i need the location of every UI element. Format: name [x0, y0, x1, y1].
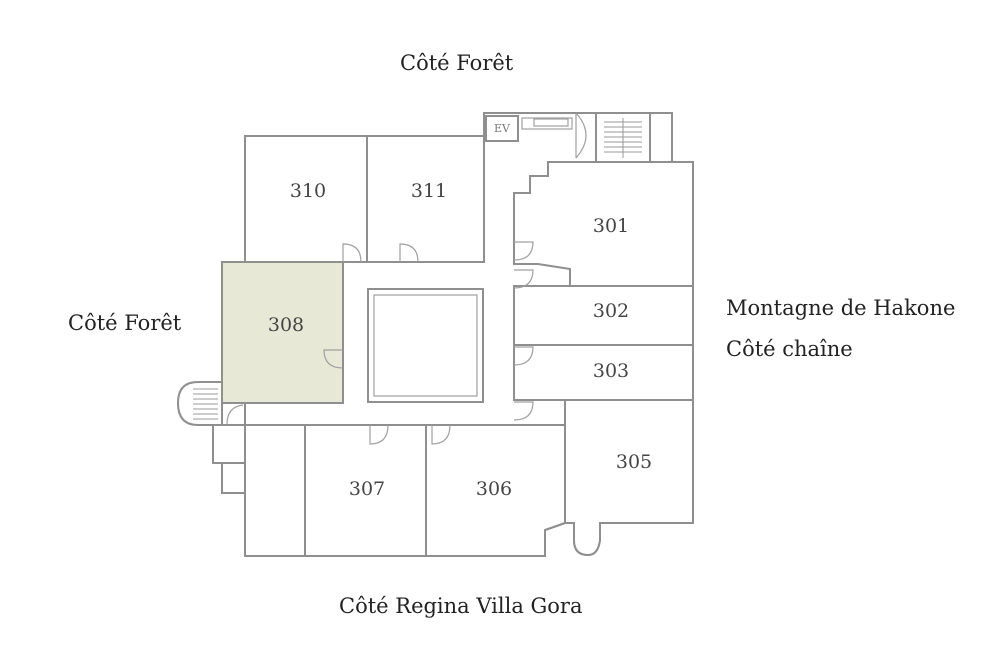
stair-west — [176, 381, 223, 426]
door-stair-ne — [575, 112, 587, 159]
doors — [323, 241, 534, 445]
room-number-311: 311 — [411, 180, 447, 202]
door-303 — [513, 346, 534, 366]
room-number-305: 305 — [616, 451, 652, 473]
room-308[interactable] — [221, 261, 344, 404]
room-311[interactable] — [366, 135, 485, 263]
door-307 — [369, 424, 389, 445]
west-corridor — [244, 424, 306, 557]
room-number-310: 310 — [290, 180, 326, 202]
stair-west-lower — [221, 462, 246, 494]
label-top: Côté Forêt — [400, 51, 514, 75]
elevator — [485, 115, 519, 142]
room-303[interactable] — [513, 344, 694, 401]
label-right-line2: Côté chaîne — [726, 337, 853, 361]
door-310 — [342, 243, 362, 263]
atrium — [367, 288, 484, 403]
label-right-line1: Montagne de Hakone — [726, 296, 956, 320]
door-311 — [399, 243, 419, 263]
room-number-303: 303 — [593, 360, 629, 382]
door-306 — [431, 424, 451, 445]
label-bottom: Côté Regina Villa Gora — [339, 594, 583, 618]
room-number-302: 302 — [593, 300, 629, 322]
elevator-car — [533, 118, 569, 127]
elevator-label: EV — [494, 122, 511, 135]
door-305 — [513, 401, 534, 421]
door-301-b — [513, 269, 534, 289]
room-307[interactable] — [304, 424, 427, 557]
room-number-307: 307 — [349, 478, 385, 500]
room-number-308: 308 — [268, 314, 304, 336]
elevator-shaft — [521, 117, 573, 130]
atrium-inner — [373, 294, 478, 397]
label-left: Côté Forêt — [68, 311, 182, 335]
room-302[interactable] — [513, 285, 694, 346]
door-301-a — [513, 241, 534, 261]
room-301[interactable] — [513, 161, 694, 287]
door-stair-west — [226, 404, 244, 425]
stair-treads-ne — [604, 118, 642, 158]
room-number-301: 301 — [593, 215, 629, 237]
stair-west-landing — [212, 424, 246, 464]
stair-block-ne — [595, 112, 651, 163]
room-305[interactable] — [564, 399, 694, 557]
door-308 — [323, 349, 344, 369]
room-number-306: 306 — [476, 478, 512, 500]
stair-treads-west — [193, 388, 218, 420]
